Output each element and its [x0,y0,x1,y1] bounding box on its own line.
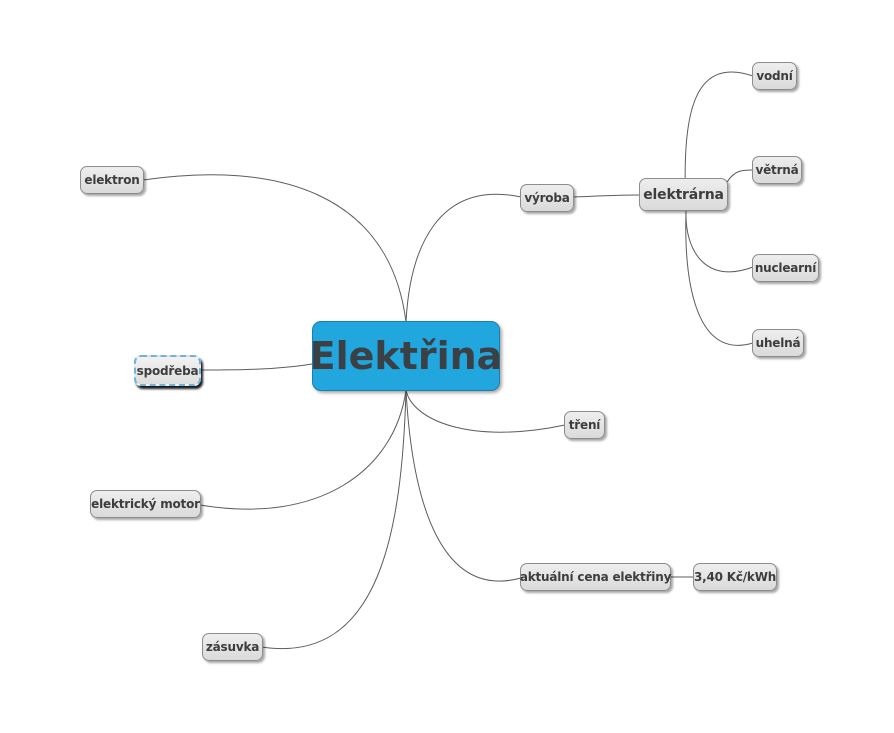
node-uhelna[interactable]: uhelná [752,329,804,357]
node-zasuvka[interactable]: zásuvka [202,633,263,661]
central-topic-label: Elektřina [309,334,503,378]
node-elektron-label: elektron [84,173,140,187]
connector-vetrna [726,169,754,183]
connector-treni [405,389,566,433]
node-spodreba[interactable]: spodřeba [134,355,201,386]
connector-spodreba [199,363,313,371]
node-nuclearni-label: nuclearní [754,261,817,275]
node-cena-value[interactable]: 3,40 Kč/kWh [693,563,777,591]
node-elektrarna[interactable]: elektrárna [639,178,728,211]
connector-elektricky-motor [199,389,407,510]
connector-vyroba [405,193,522,323]
node-vetrna-label: větrná [755,163,799,177]
central-topic-node[interactable]: Elektřina [309,321,503,391]
node-vetrna[interactable]: větrná [752,156,802,184]
node-elektrarna-label: elektrárna [643,186,724,203]
node-zasuvka-label: zásuvka [205,640,260,654]
node-vyroba-label: výroba [524,191,570,205]
node-vodni-label: vodní [756,69,793,83]
node-vodni[interactable]: vodní [752,62,797,90]
connector-aktualni-cena [405,389,522,582]
node-nuclearni[interactable]: nuclearní [752,254,819,282]
node-cena-value-label: 3,40 Kč/kWh [693,570,777,584]
node-treni[interactable]: tření [564,411,605,439]
node-aktualni-cena[interactable]: aktuální cena elektřiny [520,563,671,591]
connector-zasuvka [261,389,407,650]
node-vyroba[interactable]: výroba [520,184,574,212]
node-treni-label: tření [568,418,601,432]
node-aktualni-cena-label: aktuální cena elektřiny [519,570,672,584]
node-elektricky-motor[interactable]: elektrický motor [90,490,201,518]
node-elektricky-motor-label: elektrický motor [91,497,200,511]
node-spodreba-label: spodřeba [136,363,199,378]
connector-elektrarna [572,194,641,198]
connector-uhelna [685,211,754,346]
node-uhelna-label: uhelná [755,336,801,350]
connector-nuclearni [685,211,754,273]
connector-elektron [142,174,407,323]
node-elektron[interactable]: elektron [80,166,144,194]
